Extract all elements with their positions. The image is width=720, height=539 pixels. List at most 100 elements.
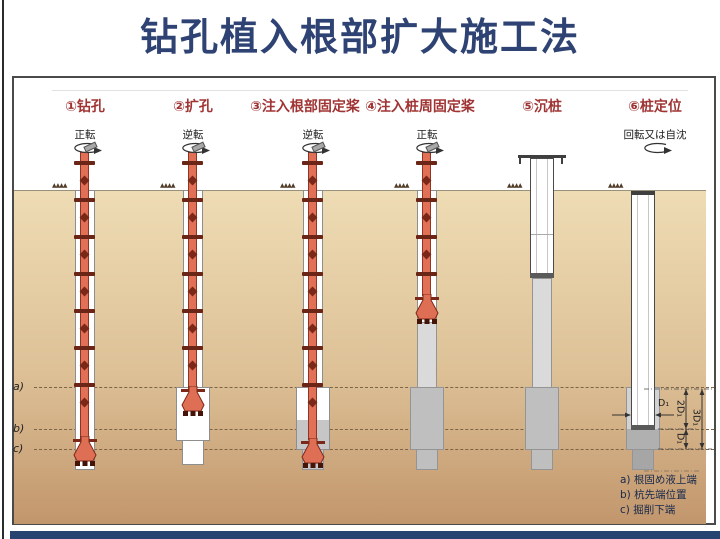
surface-hatch: ▲▲▲▲ [280,182,296,189]
rod-paddle [79,360,90,371]
rod-paddle [307,323,318,334]
surface-hatch: ▲▲▲▲ [52,182,68,189]
drill-rod-3 [302,152,323,440]
root-grout-6 [627,429,659,449]
steel-pile-5 [530,158,554,278]
rod-paddle [307,286,318,297]
rod-joint [182,235,203,239]
dim-label-2d: 2D₁ [674,399,686,418]
hole-notch-2 [182,440,204,465]
surface-hatch: ▲▲▲▲ [160,182,176,189]
marker-b: b) [13,422,25,435]
rotation-label-1: 正転 [74,129,96,141]
rod-paddle [421,249,432,260]
drill-bit-icon [181,386,205,416]
rod-paddle [307,360,318,371]
drill-rod-1 [74,152,95,440]
pile-top-band [631,191,655,195]
ref-line-b [34,429,714,430]
footer-bar [10,531,720,539]
step-label-2: ②扩孔 [173,99,213,115]
legend-item-a: a) 根固め液上端 [620,474,697,486]
legend: a) 根固め液上端 b) 杭先端位置 c) 掘削下端 [620,473,697,518]
pile-hanger-flange [519,158,521,164]
rod-paddle [187,212,198,223]
surface-hatch: ▲▲▲▲ [608,182,624,189]
rod-paddle [187,286,198,297]
rod-joint [416,272,437,276]
root-grout-5 [525,387,559,450]
rod-paddle [79,212,90,223]
rod-paddle [307,175,318,186]
grout-notch-6 [632,449,654,470]
rod-paddle [187,360,198,371]
drill-bit-icon [301,438,325,468]
drill-bit-icon [73,436,97,466]
shaft-grout-4 [417,322,437,388]
steel-pile-6 [631,191,655,430]
left-edge-line [2,0,4,539]
pile-joint-line [531,234,553,235]
rod-joint [302,383,323,387]
rod-paddle [187,175,198,186]
ground-gradient [14,190,706,524]
rod-joint [182,161,203,165]
ref-line-c [34,449,714,450]
drill-rod-4 [416,152,437,296]
grout-notch-4 [416,449,438,470]
rod-joint [74,161,95,165]
rod-paddle [307,212,318,223]
rod-joint [302,198,323,202]
step-label-4: ④注入桩周固定桨 [365,99,475,115]
pile-hanger-flange [561,158,563,164]
marker-c: c) [13,442,24,455]
rod-joint [74,198,95,202]
pile-hanger-bar [518,155,566,158]
rotation-arrow-icon [644,142,672,154]
rod-joint [74,346,95,350]
dim-label-3d: 3D₁ [690,408,702,427]
ref-line-a [34,387,714,388]
pile-tip-band [530,273,554,278]
rod-paddle [187,323,198,334]
rod-joint [302,161,323,165]
rotation-label-4: 正転 [416,129,438,141]
rotation-label-3: 逆転 [302,129,324,141]
rod-joint [416,161,437,165]
legend-item-c: c) 掘削下端 [620,504,676,516]
rod-joint [182,309,203,313]
rod-joint [74,383,95,387]
rod-paddle [79,323,90,334]
rotation-label-2: 逆転 [182,129,204,141]
page-title: 钻孔植入根部扩大施工法 [139,15,580,59]
rod-paddle [79,397,90,408]
rod-paddle [421,212,432,223]
rod-joint [302,235,323,239]
step-label-1: ①钻孔 [65,99,105,115]
step-label-6: ⑥桩定位 [628,99,682,115]
rod-joint [74,272,95,276]
rod-joint [302,346,323,350]
rod-paddle [79,249,90,260]
rod-joint [302,309,323,313]
rod-paddle [187,249,198,260]
step-label-3: ③注入根部固定桨 [250,99,360,115]
dim-label-d-vertical: D₁ [674,432,686,445]
dim-label-d: D₁ [658,398,670,409]
shaft-grout-5 [532,278,552,388]
drill-rod-2 [182,152,203,392]
surface-hatch: ▲▲▲▲ [507,182,523,189]
rod-joint [302,272,323,276]
grout-notch-5 [531,449,553,470]
rod-joint [182,198,203,202]
dimension-lines [612,388,712,472]
step-label-5: ⑤沉桩 [522,99,562,115]
rod-paddle [307,249,318,260]
rod-joint [182,272,203,276]
drill-bit-icon [415,294,439,324]
rod-paddle [421,175,432,186]
pile-tip-band [631,425,655,430]
rod-joint [416,198,437,202]
rod-joint [182,346,203,350]
